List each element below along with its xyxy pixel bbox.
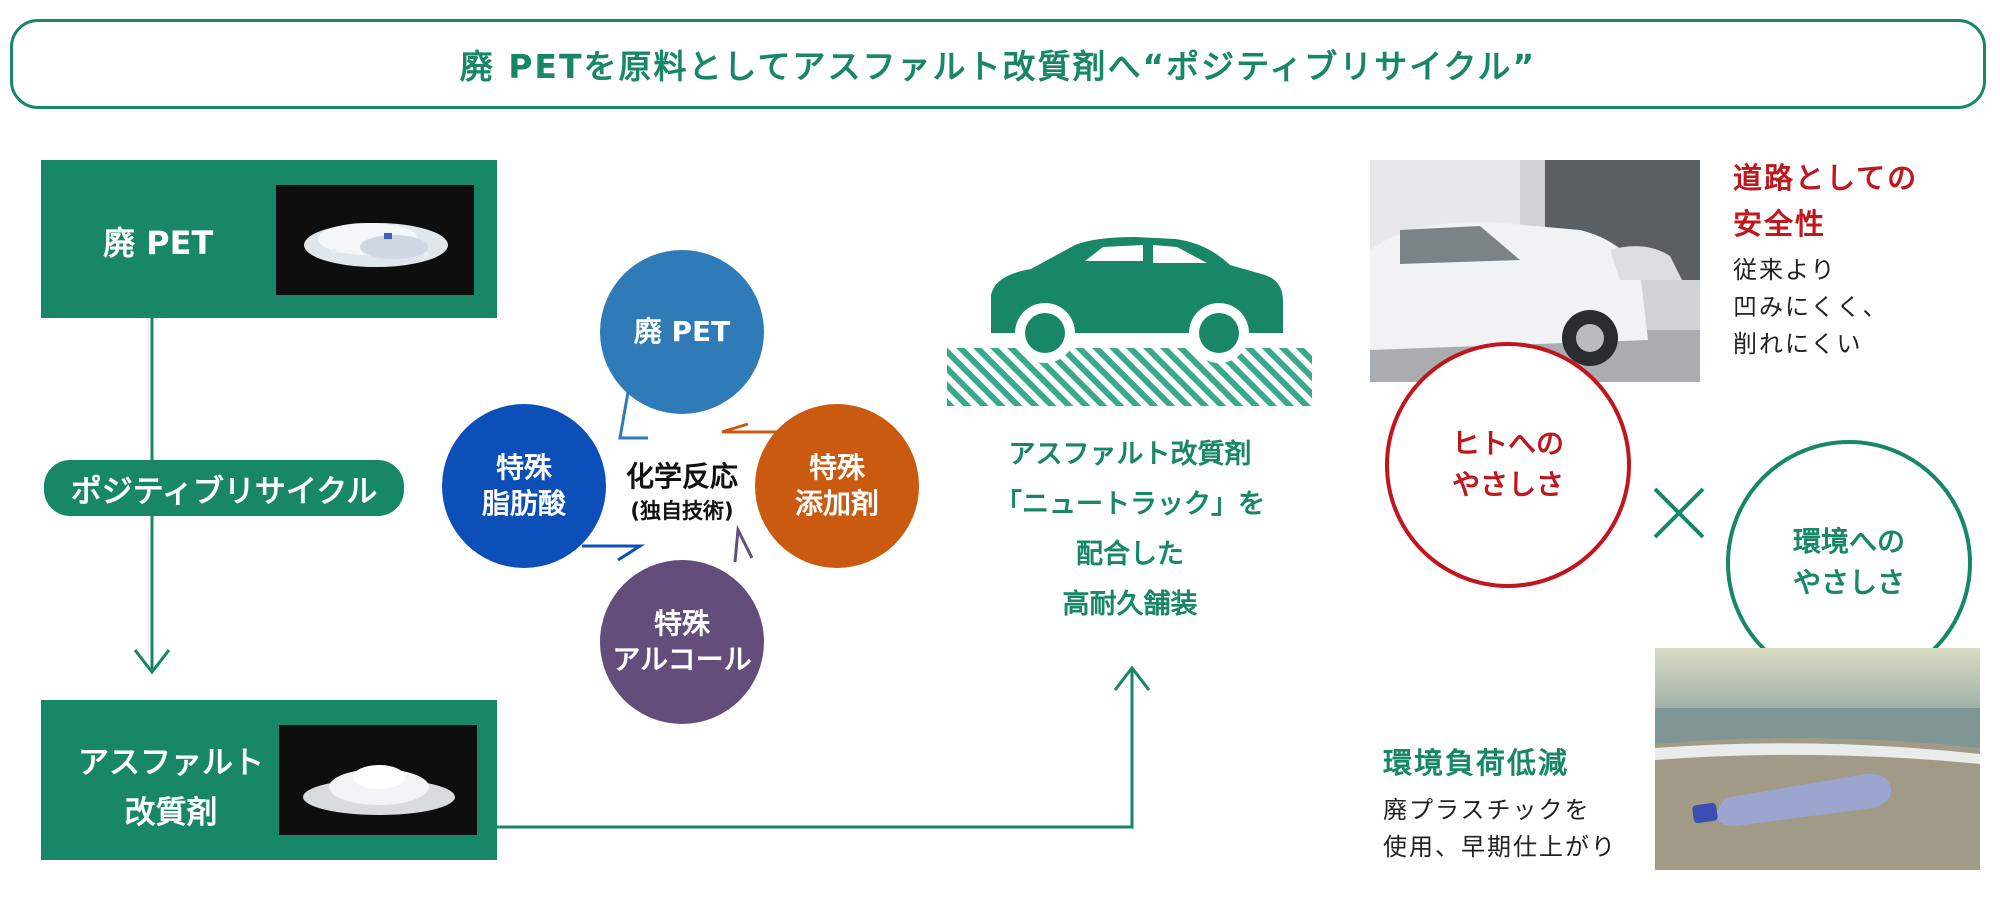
beach-bottle-image [1655, 648, 1980, 870]
cross-line-b [1653, 487, 1705, 539]
additive-line2: 添加剤 [794, 487, 879, 520]
product-description: アスファルト改質剤 「ニュートラック」を 配合した 高耐久舗装 [940, 430, 1320, 630]
blue-arrow [618, 391, 648, 440]
pet-flakes-photo [276, 185, 474, 295]
product-line4: 高耐久舗装 [1062, 589, 1198, 620]
waste-pet-box: 廃 PET [41, 160, 497, 318]
reaction-circle-fatty-acid: 特殊 脂肪酸 [442, 404, 606, 568]
product-line3: 配合した [1076, 539, 1184, 570]
reaction-center-line1: 化学反応 [625, 460, 738, 493]
road-hatch [947, 348, 1312, 406]
reaction-center-label: 化学反応 (独自技術) [600, 455, 764, 525]
env-description: 廃プラスチックを 使用、早期仕上がり [1383, 792, 1617, 866]
safety-line1: 従来より [1733, 256, 1837, 284]
title-text: 廃 PETを原料としてアスファルト改質剤へ“ポジティブリサイクル” [459, 47, 1537, 86]
orange-arrow [721, 422, 780, 434]
up-arrow-head [1113, 665, 1151, 691]
human-friendly-ring: ヒトへの やさしさ [1385, 342, 1631, 588]
asphalt-modifier-line1: アスファルト [78, 745, 264, 781]
reaction-circle-alcohol: 特殊 アルコール [600, 560, 764, 724]
human-ring-line2: やさしさ [1451, 468, 1564, 501]
beach-bottle-photo [1655, 648, 1980, 870]
alcohol-line2: アルコール [612, 643, 752, 676]
waste-pet-label: 廃 PET [103, 224, 214, 262]
env-ring-line2: やさしさ [1792, 566, 1905, 599]
asphalt-modifier-line2: 改質剤 [124, 795, 218, 831]
safety-heading-line1: 道路としての [1733, 161, 1919, 195]
env-heading: 環境負荷低減 [1383, 746, 1570, 780]
env-line1: 廃プラスチックを [1383, 796, 1591, 824]
human-ring-line1: ヒトへの [1451, 427, 1564, 461]
safety-heading-line2: 安全性 [1733, 207, 1827, 241]
product-line1: アスファルト改質剤 [1008, 439, 1252, 470]
modifier-powder-image [303, 765, 455, 815]
reaction-circle-waste-pet: 廃 PET [600, 250, 764, 414]
asphalt-modifier-label: アスファルト 改質剤 [61, 738, 281, 838]
purple-arrow [733, 524, 754, 563]
safety-heading: 道路としての 安全性 [1733, 155, 1918, 247]
reaction-circle-waste-pet-label: 廃 PET [633, 314, 731, 348]
fatty-acid-line2: 脂肪酸 [481, 487, 566, 520]
down-arrow-head [133, 649, 171, 675]
alcohol-line1: 特殊 [653, 606, 710, 640]
safety-line3: 削れにくい [1733, 330, 1863, 359]
positive-recycle-pill: ポジティブリサイクル [44, 460, 404, 516]
fatty-acid-line1: 特殊 [495, 450, 552, 484]
modifier-powder-photo [279, 725, 477, 835]
reaction-center-line2: (独自技術) [630, 499, 734, 523]
safety-line2: 凹みにくく、 [1733, 293, 1889, 322]
pet-flakes-image [304, 223, 448, 267]
page-title: 廃 PETを原料としてアスファルト改質剤へ“ポジティブリサイクル” [10, 19, 1986, 109]
env-line2: 使用、早期仕上がり [1383, 833, 1617, 862]
safety-description: 従来より 凹みにくく、 削れにくい [1733, 252, 1889, 364]
reaction-circle-additive: 特殊 添加剤 [755, 404, 919, 568]
additive-line1: 特殊 [808, 450, 865, 484]
darkblue-arrow [582, 544, 646, 562]
bottom-flow-line [497, 668, 1134, 829]
positive-recycle-label: ポジティブリサイクル [70, 473, 378, 510]
car-road-illustration [947, 237, 1312, 406]
environment-friendly-ring: 環境への やさしさ [1726, 440, 1972, 686]
asphalt-modifier-box: アスファルト 改質剤 [41, 700, 497, 860]
product-line2: 「ニュートラック」を [995, 489, 1265, 520]
env-ring-line1: 環境への [1792, 525, 1905, 559]
